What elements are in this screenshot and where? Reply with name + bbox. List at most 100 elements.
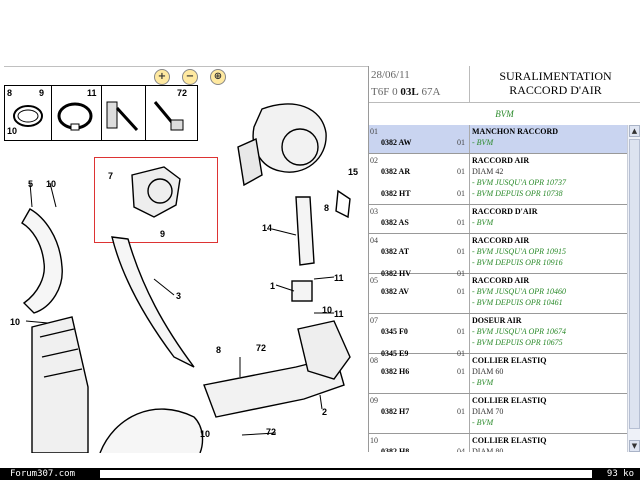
page-title: SURALIMENTATION RACCORD D'AIR	[473, 69, 638, 97]
part-reference[interactable]: 0382 H6	[381, 367, 410, 376]
callout-number[interactable]: 7	[108, 171, 114, 181]
applicability-note: - BVM DEPUIS OPR 10738	[472, 189, 563, 198]
applicability-note: - BVM	[472, 138, 494, 147]
callout-number[interactable]: 1	[270, 281, 276, 291]
list-header: 28/06/11 T6F 0 03L 67A SURALIMENTATION R…	[369, 66, 640, 103]
callout-number[interactable]: 8	[216, 345, 222, 355]
callout-number[interactable]: 10	[10, 317, 21, 327]
table-row[interactable]: 09 COLLIER ELASTIQ 0382 H7 01 DIAM 70 - BVM	[369, 394, 627, 434]
callout-number[interactable]: 3	[176, 291, 182, 301]
column-divider	[469, 274, 470, 313]
column-divider	[469, 154, 470, 204]
spec-text: DIAM 60	[472, 367, 504, 376]
callout-number[interactable]: 5	[28, 179, 34, 189]
callout-number[interactable]: 72	[266, 427, 277, 437]
header-separator	[469, 66, 470, 102]
callout-number[interactable]: 11	[334, 309, 344, 319]
panel-divider[interactable]	[368, 66, 369, 452]
part-name: DOSEUR AIR	[472, 316, 522, 325]
band-clamp-icon	[57, 102, 93, 131]
part-name: COLLIER ELASTIQ	[472, 396, 547, 405]
small-parts-legend: 8 9 10 11 72	[4, 85, 198, 141]
applicability-note: - BVM	[472, 218, 494, 227]
callout-number[interactable]: 8	[324, 203, 330, 213]
zoom-in-icon[interactable]: +	[154, 69, 170, 85]
row-index: 08	[370, 356, 378, 365]
title-line: SURALIMENTATION	[499, 69, 612, 83]
callout-number[interactable]: 11	[334, 273, 344, 283]
clamp-cell: 8 9 10	[5, 86, 52, 140]
applicability-note: - BVM JUSQU'A OPR 10737	[472, 178, 566, 187]
row-index: 09	[370, 396, 378, 405]
site-name: Forum307.com	[10, 469, 76, 479]
quantity: 01	[457, 407, 465, 416]
callout-number[interactable]: 10	[46, 179, 57, 189]
highlight-frame	[94, 157, 218, 243]
part-name: COLLIER ELASTIQ	[472, 356, 547, 365]
part-reference[interactable]: 0382 H8	[381, 447, 410, 452]
row-index: 01	[370, 127, 378, 136]
part-name: RACCORD AIR	[472, 276, 530, 285]
applicability-note: - BVM DEPUIS OPR 10916	[472, 258, 563, 267]
callout-number[interactable]: 14	[262, 223, 273, 233]
row-index: 05	[370, 276, 378, 285]
quantity: 01	[457, 287, 465, 296]
part-reference[interactable]: 0382 HV	[381, 269, 411, 278]
row-index: 04	[370, 236, 378, 245]
column-divider	[469, 205, 470, 233]
scrollbar-thumb[interactable]	[629, 139, 640, 429]
part-reference[interactable]: 0382 AV	[381, 287, 410, 296]
callout-number[interactable]: 2	[322, 407, 328, 417]
spec-text: DIAM 70	[472, 407, 504, 416]
parts-diagram[interactable]: + − ⊕ 8 9 10 11 72	[4, 66, 368, 453]
quantity: 01	[457, 189, 465, 198]
column-divider	[469, 314, 470, 353]
applicability-note: - BVM DEPUIS OPR 10461	[472, 298, 563, 307]
callout-number[interactable]: 10	[322, 305, 333, 315]
column-divider	[469, 354, 470, 393]
part-reference[interactable]: 0382 HT	[381, 189, 411, 198]
top-blank-area	[0, 0, 640, 66]
callout-number: 9	[39, 88, 45, 98]
catalog-reference: T6F 0 03L 67A	[371, 86, 441, 98]
exploded-view-drawing	[21, 103, 351, 453]
part-reference[interactable]: 0382 AS	[381, 218, 409, 227]
zoom-fit-icon[interactable]: ⊕	[210, 69, 226, 85]
applicability-note: - BVM	[472, 418, 494, 427]
part-reference[interactable]: 0382 AR	[381, 167, 411, 176]
quantity: 04	[457, 447, 465, 452]
callout-number[interactable]: 15	[348, 167, 359, 177]
column-divider	[469, 125, 470, 153]
part-name: COLLIER ELASTIQ	[472, 436, 547, 445]
hose-clamp-cell: 11	[51, 86, 102, 140]
quantity: 01	[457, 269, 465, 278]
callout-number[interactable]: 72	[256, 343, 267, 353]
bolt-icon	[153, 101, 184, 131]
zoom-out-icon[interactable]: −	[182, 69, 198, 85]
quantity: 01	[457, 138, 465, 147]
part-reference[interactable]: 0382 H7	[381, 407, 410, 416]
vertical-scrollbar[interactable]: ▲ ▼	[627, 125, 640, 452]
callout-number[interactable]: 9	[160, 229, 166, 239]
row-index: 03	[370, 207, 378, 216]
part-reference[interactable]: 0382 AT	[381, 247, 410, 256]
applicability-note: - BVM JUSQU'A OPR 10674	[472, 327, 566, 336]
quantity: 01	[457, 349, 465, 358]
part-reference[interactable]: 0345 F0	[381, 327, 408, 336]
scroll-down-icon[interactable]: ▼	[629, 440, 640, 452]
scroll-up-icon[interactable]: ▲	[629, 125, 640, 137]
part-reference[interactable]: 0345 E9	[381, 349, 409, 358]
part-reference[interactable]: 0382 AW	[381, 138, 412, 147]
quantity: 01	[457, 367, 465, 376]
callout-number[interactable]: 10	[200, 429, 211, 439]
callout-number: 72	[177, 88, 188, 98]
